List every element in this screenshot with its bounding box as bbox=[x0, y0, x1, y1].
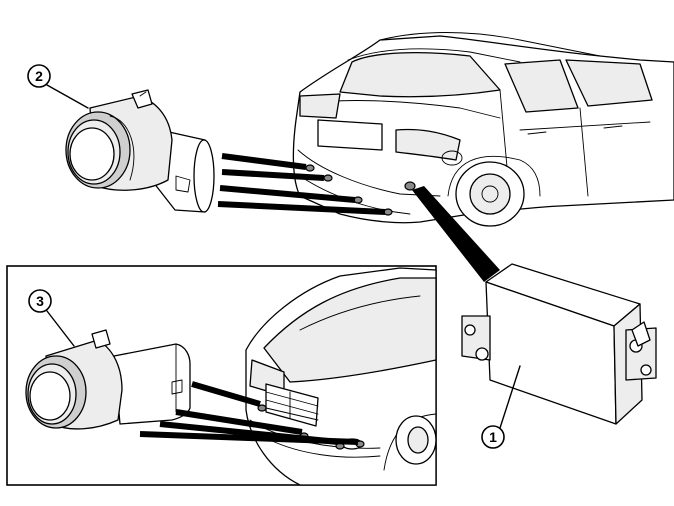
rear-parking-sensor bbox=[65, 89, 215, 213]
front-sensor-1 bbox=[257, 404, 267, 412]
rear-sensor-1 bbox=[305, 164, 315, 172]
front-sensor-lines bbox=[139, 381, 359, 445]
callout-2: 2 bbox=[27, 64, 89, 109]
rear-sensor-lines bbox=[217, 153, 386, 215]
callout-1-label: 1 bbox=[489, 429, 497, 445]
module-location bbox=[404, 181, 416, 191]
callout-2-label: 2 bbox=[35, 68, 43, 84]
callout-3: 3 bbox=[28, 289, 75, 347]
rear-sensor-3 bbox=[353, 196, 363, 204]
control-module bbox=[461, 263, 657, 425]
front-car bbox=[245, 267, 437, 486]
module-pointer bbox=[412, 186, 500, 282]
rear-sensor-4 bbox=[383, 208, 393, 216]
rear-car bbox=[292, 32, 674, 227]
callout-3-label: 3 bbox=[36, 293, 44, 309]
rear-sensor-2 bbox=[323, 174, 333, 182]
callout-1: 1 bbox=[481, 365, 521, 449]
front-parking-sensor bbox=[25, 329, 191, 430]
